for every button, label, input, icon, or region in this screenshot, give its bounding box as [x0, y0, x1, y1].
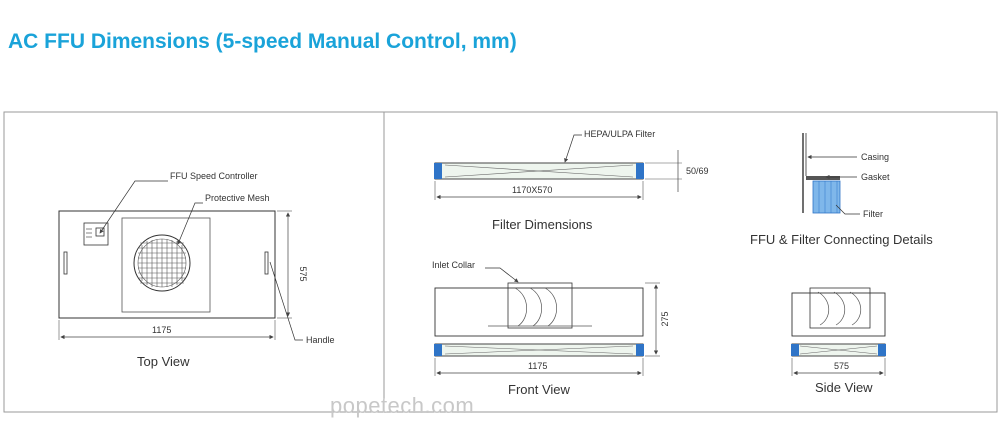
handle-left [63, 251, 68, 275]
front-view: Inlet Collar 1175 275 Front View [432, 260, 670, 397]
fan-guard-outer [133, 234, 191, 292]
side-width-dim: 575 [834, 361, 849, 371]
connect-caption: FFU & Filter Connecting Details [750, 232, 933, 247]
filter-detail-label: Filter [863, 209, 883, 219]
page-title: AC FFU Dimensions (5-speed Manual Contro… [8, 30, 517, 53]
casing-label: Casing [861, 152, 889, 162]
top-view-housing [58, 210, 276, 319]
handle-leader [269, 261, 303, 341]
filter-leader [564, 134, 582, 163]
filter-seal-left [434, 163, 442, 179]
filter-seal-right [636, 163, 644, 179]
speed-controller-box [83, 222, 109, 246]
inlet-leader [485, 267, 519, 283]
side-caption: Side View [815, 380, 873, 395]
top-height-dim: 575 [298, 266, 308, 281]
front-caption: Front View [508, 382, 571, 397]
filter-detail-leader [835, 204, 860, 215]
controller-leader [99, 180, 168, 234]
gasket-label: Gasket [861, 172, 890, 182]
top-view: FFU Speed Controller Protective Mesh Han… [58, 171, 335, 369]
filter-size-dim: 1170X570 [512, 185, 552, 195]
handle-right [264, 251, 269, 275]
handle-label: Handle [306, 335, 335, 345]
top-view-inner-panel [121, 217, 211, 313]
top-width-dim: 1175 [152, 325, 171, 335]
speed-controller-knob [95, 227, 105, 237]
front-seal-right [636, 344, 644, 356]
top-view-caption: Top View [137, 354, 190, 369]
filter-label: HEPA/ULPA Filter [584, 129, 655, 139]
filter-caption: Filter Dimensions [492, 217, 593, 232]
filter-dimensions-view: HEPA/ULPA Filter 1170X570 50/69 Filter D… [434, 129, 709, 232]
side-seal-left [791, 344, 799, 356]
gasket-strip [806, 176, 840, 180]
protective-mesh-grid [138, 239, 186, 287]
side-housing [791, 292, 886, 337]
inlet-label: Inlet Collar [432, 260, 475, 270]
filter-media-block [812, 180, 841, 214]
connecting-details-view: Casing Gasket Filter FFU & Filter Connec… [750, 133, 933, 247]
front-housing [434, 287, 644, 337]
controller-label: FFU Speed Controller [170, 171, 258, 181]
side-fan-motor [809, 287, 871, 329]
filter-thickness-dim: 50/69 [686, 166, 709, 176]
side-view: 575 Side View [791, 287, 886, 395]
drawing-frame [3, 111, 998, 413]
side-seal-right [878, 344, 886, 356]
mesh-leader [177, 202, 203, 245]
front-fan-motor [507, 282, 573, 329]
front-height-dim: 275 [660, 311, 670, 326]
front-width-dim: 1175 [528, 361, 547, 371]
mesh-label: Protective Mesh [205, 193, 270, 203]
watermark: popetech.com [330, 393, 475, 418]
front-seal-left [434, 344, 442, 356]
